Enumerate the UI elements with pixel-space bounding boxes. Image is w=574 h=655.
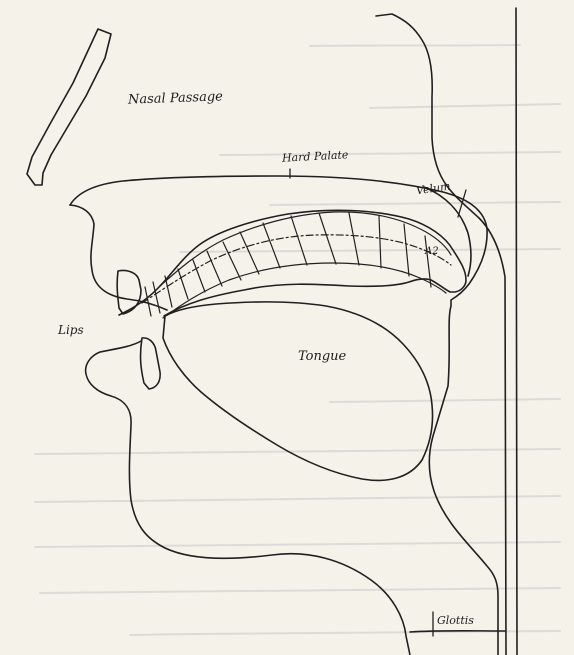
label-a2: A2 — [425, 247, 439, 257]
upper-teeth — [117, 270, 141, 314]
tract-grid-lower-boundary — [163, 263, 446, 318]
label-tongue: Tongue — [298, 350, 346, 363]
tract-grid-upper-boundary — [160, 212, 451, 286]
tongue-outline — [163, 302, 433, 480]
label-hard-palate: Hard Palate — [282, 149, 349, 163]
glottis-bottom-line — [410, 631, 505, 632]
pharynx-back-wall — [376, 14, 506, 655]
lower-teeth — [141, 338, 161, 389]
label-lips: Lips — [58, 324, 84, 336]
tract-center-dashed-line — [142, 235, 451, 303]
velum-pointer-line — [458, 190, 466, 217]
label-glottis: Glottis — [437, 615, 474, 626]
label-nasal-passage: Nasal Passage — [128, 90, 223, 106]
spine-front-wall — [516, 8, 517, 655]
lower-lip-and-jaw-outline — [86, 341, 410, 655]
nose-outline — [27, 29, 111, 185]
